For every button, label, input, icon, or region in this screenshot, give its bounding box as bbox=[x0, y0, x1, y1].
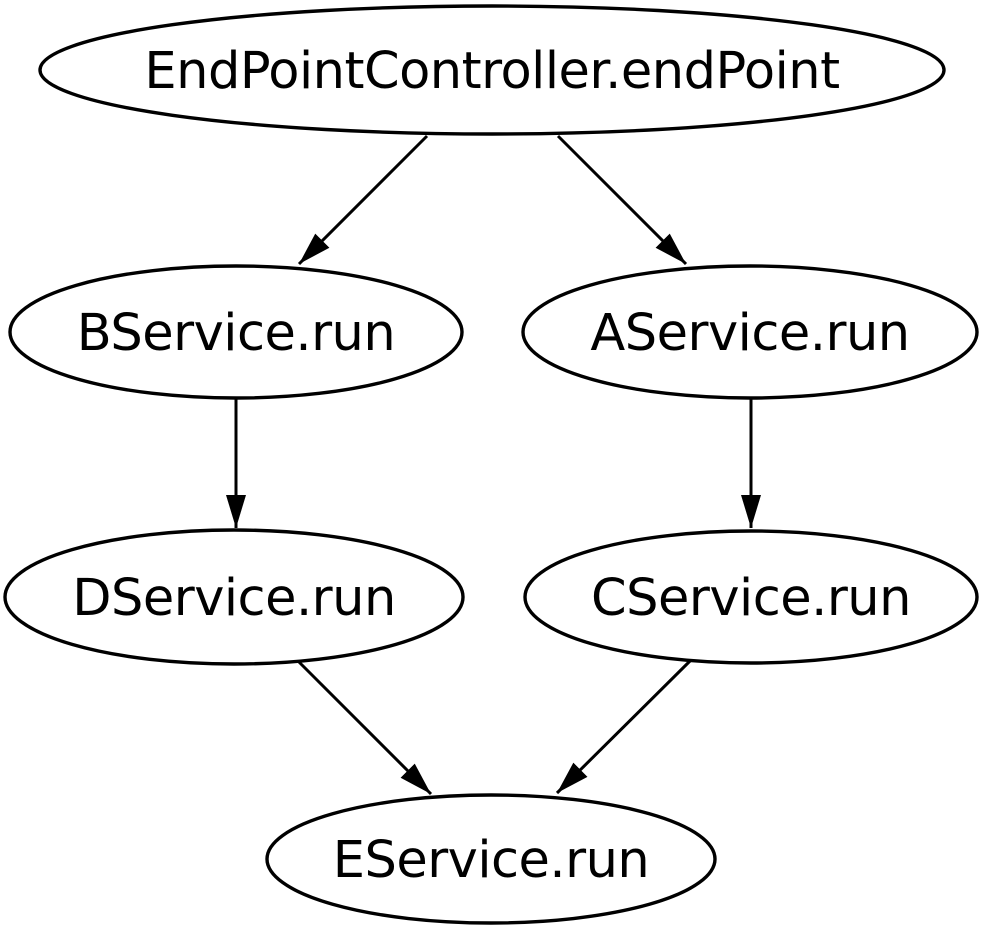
node-ellipse bbox=[8, 264, 464, 400]
edge-endpoint-to-bservice bbox=[297, 134, 429, 266]
node-label: DService.run bbox=[72, 569, 396, 628]
node-dservice-run: DService.run bbox=[3, 528, 465, 666]
node-ellipse bbox=[265, 793, 717, 925]
node-ellipse bbox=[521, 264, 979, 400]
node-layer: EndPointController.endPoint BService.run… bbox=[3, 4, 979, 925]
node-ellipse bbox=[3, 528, 465, 666]
node-label: BService.run bbox=[77, 304, 395, 363]
edge-dservice-to-eservice bbox=[295, 658, 433, 796]
node-label: EndPointController.endPoint bbox=[144, 42, 839, 101]
node-eservice-run: EService.run bbox=[265, 793, 717, 925]
node-ellipse bbox=[523, 529, 979, 665]
node-aservice-run: AService.run bbox=[521, 264, 979, 400]
node-label: EService.run bbox=[333, 831, 650, 890]
node-label: AService.run bbox=[590, 304, 909, 363]
edge-endpoint-to-aservice bbox=[556, 134, 688, 266]
edge-layer bbox=[226, 134, 761, 796]
node-ellipse bbox=[38, 4, 946, 136]
node-label: CService.run bbox=[591, 569, 911, 628]
node-cservice-run: CService.run bbox=[523, 529, 979, 665]
edge-cservice-to-eservice bbox=[555, 659, 692, 795]
node-endpointcontroller-endpoint: EndPointController.endPoint bbox=[38, 4, 946, 136]
node-bservice-run: BService.run bbox=[8, 264, 464, 400]
